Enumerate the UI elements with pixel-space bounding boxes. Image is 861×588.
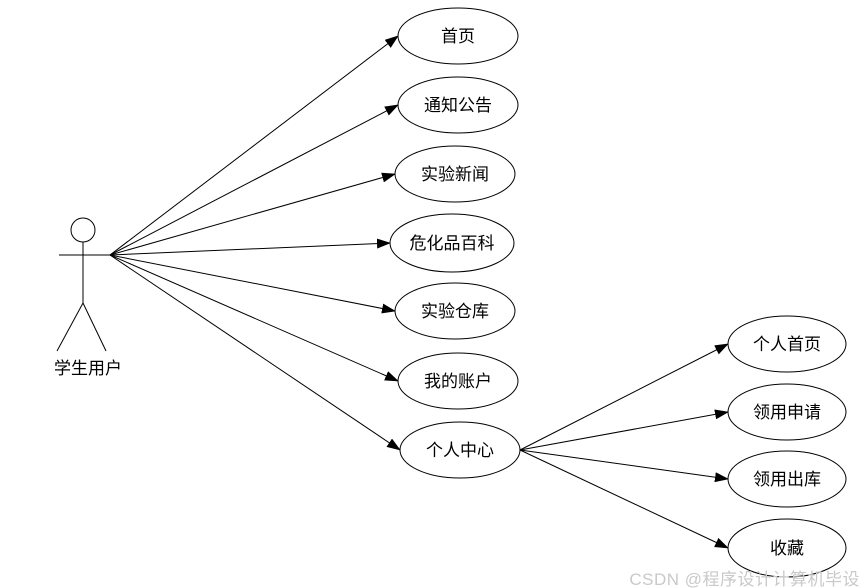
edge-actor-home — [109, 35, 399, 256]
usecase-ellipse — [727, 450, 847, 508]
edge-actor-personal-center — [109, 254, 401, 451]
usecase-personal-center: 个人中心 — [399, 421, 521, 479]
edge-actor-lab-news — [109, 172, 396, 256]
actor-head — [70, 217, 96, 243]
usecase-label: 实验仓库 — [421, 302, 489, 321]
edge-personal-center-requisition-outbound — [519, 449, 729, 483]
usecase-ellipse — [394, 145, 516, 203]
usecase-ellipse — [727, 315, 847, 373]
usecase-my-account: 我的账户 — [397, 352, 519, 410]
edge-actor-my-account — [109, 254, 399, 382]
actor-label: 学生用户 — [54, 359, 122, 378]
usecase-requisition-outbound: 领用出库 — [727, 450, 847, 508]
usecase-lab-warehouse: 实验仓库 — [394, 282, 516, 340]
actor-student-user: 学生用户 — [54, 217, 122, 378]
usecase-ellipse — [399, 421, 521, 479]
usecase-ellipse — [389, 213, 515, 273]
usecase-ellipse — [394, 282, 516, 340]
usecase-label: 通知公告 — [424, 96, 492, 115]
usecase-label: 首页 — [441, 27, 475, 46]
actor-leg-right — [82, 302, 107, 352]
usecase-label: 我的账户 — [424, 372, 492, 391]
usecase-ellipse — [397, 7, 519, 65]
edge-actor-lab-warehouse — [109, 254, 396, 314]
usecase-favorites: 收藏 — [727, 518, 847, 578]
usecase-label: 危化品百科 — [410, 234, 495, 253]
usecase-label: 领用申请 — [753, 403, 821, 422]
usecase-home: 首页 — [397, 7, 519, 65]
usecase-ellipse — [397, 76, 519, 134]
edge-personal-center-personal-home — [519, 343, 729, 451]
usecase-label: 领用出库 — [753, 470, 821, 489]
usecase-ellipse — [727, 518, 847, 578]
edge-personal-center-requisition-apply — [519, 409, 729, 451]
usecase-hazmat-wiki: 危化品百科 — [389, 213, 515, 273]
usecase-notice: 通知公告 — [397, 76, 519, 134]
edge-actor-hazmat-wiki — [109, 238, 391, 256]
usecase-ellipse — [727, 383, 847, 441]
usecase-personal-home: 个人首页 — [727, 315, 847, 373]
usecase-label: 个人首页 — [753, 335, 821, 354]
usecase-ellipse — [397, 352, 519, 410]
watermark: CSDN @程序设计计算机毕设 — [629, 570, 860, 588]
edge-actor-notice — [109, 104, 399, 256]
usecase-requisition-apply: 领用申请 — [727, 383, 847, 441]
usecase-label: 个人中心 — [426, 441, 494, 460]
edge-personal-center-favorites — [519, 449, 729, 549]
actor-leg-left — [56, 302, 84, 352]
usecase-lab-news: 实验新闻 — [394, 145, 516, 203]
usecase-label: 收藏 — [770, 539, 804, 558]
usecase-label: 实验新闻 — [421, 165, 489, 184]
